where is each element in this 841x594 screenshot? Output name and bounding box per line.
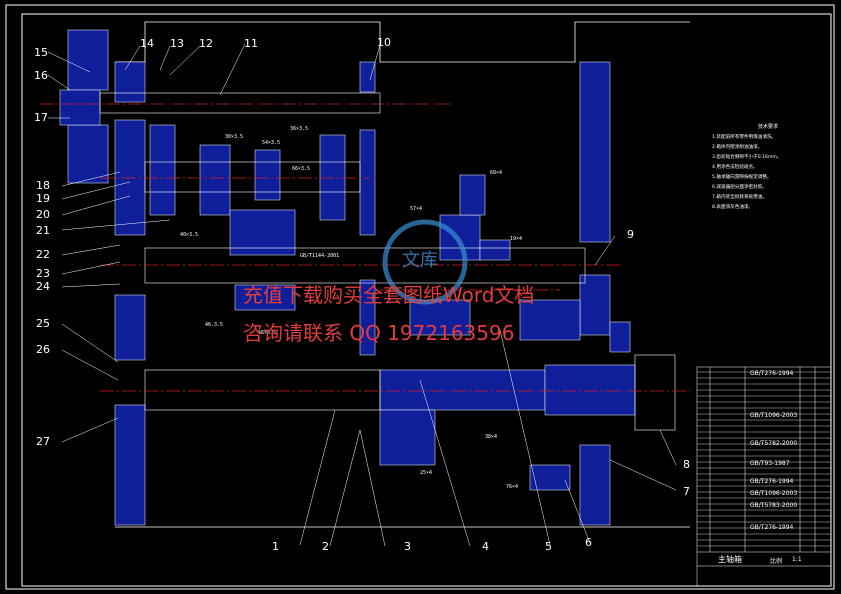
callout-20: 20	[36, 208, 50, 221]
watermark-logo: 文库	[402, 250, 438, 271]
middle-housing-wall	[359, 61, 376, 356]
callout-13: 13	[170, 37, 184, 50]
callout-8: 8	[683, 458, 690, 471]
notes-item: 3.齿轮啮合侧隙不小于0.16mm。	[712, 155, 782, 160]
callout-16: 16	[34, 69, 48, 82]
dim-label: 40×3.5	[180, 232, 199, 238]
tb-standard: GB/T276-1994	[750, 370, 794, 377]
tb-standard: GB/T1096-2003	[750, 412, 798, 419]
shafts	[99, 92, 586, 284]
callout-26: 26	[36, 343, 50, 356]
watermark-line-2: 咨询请联系 QQ 1972163596	[243, 321, 515, 345]
title-block-grid	[696, 366, 832, 587]
drawing-title: 主轴箱	[718, 555, 742, 564]
logo-ring	[382, 219, 468, 305]
notes-item: 5.轴承轴向游隙按规定调整。	[712, 175, 772, 180]
notes-item: 6.减速器剖分面涂密封胶。	[712, 185, 767, 190]
dim-label: 54×3.5	[262, 140, 281, 146]
middle-gear-cluster	[234, 174, 511, 336]
callout-6: 6	[585, 536, 592, 549]
notes-item: 4.用涂色法检验斑点。	[712, 165, 758, 170]
tb-standard: GB/T276-1994	[750, 478, 794, 485]
right-housing-wall	[579, 61, 631, 526]
notes-item: 8.表面涂灰色油漆。	[712, 205, 754, 210]
tb-standard: GB/T93-1987	[750, 460, 790, 467]
left-housing-wall	[114, 61, 146, 526]
callout-19: 19	[36, 192, 50, 205]
dim-label: 66×3.5	[258, 330, 277, 336]
callout-1: 1	[272, 540, 279, 553]
callout-24: 24	[36, 280, 50, 293]
outer-frame	[5, 4, 835, 590]
callout-2: 2	[322, 540, 329, 553]
callout-5: 5	[545, 540, 552, 553]
inner-frame	[21, 13, 832, 587]
watermark-line-1: 充值下载购买全套图纸Word文档	[243, 283, 535, 307]
spindle-shaft-outline	[144, 369, 381, 411]
notes-title: 技术要求	[757, 124, 778, 130]
callout-17: 17	[34, 111, 48, 124]
scale-value: 1:1	[792, 556, 802, 563]
tb-standard: GB/T1096-2003	[750, 490, 798, 497]
leader-lines	[47, 43, 677, 547]
dim-label: 38×4	[485, 434, 498, 440]
callout-10: 10	[377, 36, 391, 49]
callout-23: 23	[36, 267, 50, 280]
dim-label: 76×4	[506, 484, 519, 490]
scale-label: 比例	[770, 558, 783, 565]
upper-gear-cluster	[149, 124, 346, 256]
dim-label: 57×4	[410, 206, 423, 212]
callout-25: 25	[36, 317, 50, 330]
callout-22: 22	[36, 248, 50, 261]
callout-7: 7	[683, 485, 690, 498]
spindle-nose-outline	[634, 354, 676, 431]
notes-item: 7.箱内装全损耗系统用油。	[712, 195, 767, 200]
title-block-rows	[697, 371, 831, 547]
dim-label: 46.3.5	[205, 322, 224, 328]
dim-label: 66×3.5	[292, 166, 311, 172]
dim-label: 36×3.5	[290, 126, 309, 132]
callout-21: 21	[36, 224, 50, 237]
tb-standard: GB/T5783-2000	[750, 502, 798, 509]
callout-15: 15	[34, 46, 48, 59]
dim-label: GB/T1144-2001	[300, 253, 340, 259]
left-disk-gear	[59, 29, 109, 184]
notes-item: 2.箱体内壁涂耐油油漆。	[712, 145, 763, 150]
technical-requirements: 技术要求 1.装配前所有零件用煤油清洗。 2.箱体内壁涂耐油油漆。 3.齿轮啮合…	[712, 122, 824, 213]
tb-standard: GB/T276-1994	[750, 524, 794, 531]
callout-18: 18	[36, 179, 50, 192]
callout-4: 4	[482, 540, 489, 553]
callout-27: 27	[36, 435, 50, 448]
dim-label: 19×4	[510, 236, 523, 242]
callout-9: 9	[627, 228, 634, 241]
dim-label: 30×3.5	[225, 134, 244, 140]
main-spindle	[379, 299, 636, 491]
dim-label: 68×4	[490, 170, 503, 176]
callout-12: 12	[199, 37, 213, 50]
callout-11: 11	[244, 37, 258, 50]
centerlines	[40, 103, 690, 392]
tb-standard: GB/T5782-2000	[750, 440, 798, 447]
callout-14: 14	[140, 37, 154, 50]
notes-item: 1.装配前所有零件用煤油清洗。	[712, 135, 777, 140]
housing-outline	[115, 21, 690, 63]
dim-label: 25×4	[420, 470, 433, 476]
callout-3: 3	[404, 540, 411, 553]
